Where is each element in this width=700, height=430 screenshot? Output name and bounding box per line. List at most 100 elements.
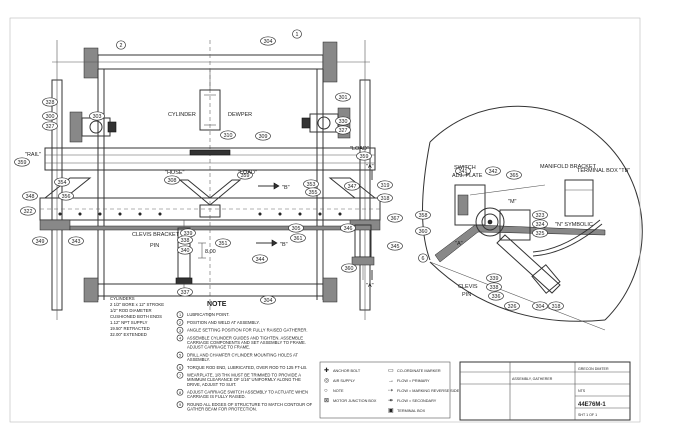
callout-355: 355: [305, 187, 321, 197]
callout-number: 304: [264, 39, 273, 45]
legend-symbol-icon: ▣: [388, 408, 394, 414]
callout-351: 351: [215, 238, 231, 248]
callout-number: 327: [46, 124, 55, 130]
callout-341: 341: [455, 166, 471, 176]
cylinder-note-line: 19.50" RETRACTED: [110, 326, 150, 331]
legend-item: ◎AIR SUPPLY: [324, 378, 356, 384]
v-guide: [178, 179, 242, 218]
callout-number: 359: [241, 173, 250, 179]
callout-number: 349: [36, 239, 45, 245]
callout-359: 359: [237, 170, 253, 180]
callout-347: 347: [344, 181, 360, 191]
callout-number: 341: [459, 169, 468, 175]
callout-number: 305: [292, 226, 301, 232]
callout-340: 340: [177, 245, 193, 255]
callout-number: 359: [360, 154, 369, 160]
callout-number: 304: [264, 298, 273, 304]
label-symbolic: "N" SYMBOLIC: [555, 222, 593, 228]
callout-2: 2: [116, 40, 126, 50]
callout-309: 309: [255, 131, 271, 141]
note-text: ASSEMBLE CYLINDER GUIDES AND TIGHTEN. AS…: [187, 335, 306, 349]
callout-number: 328: [46, 100, 55, 106]
callout-354: 354: [54, 177, 70, 187]
legend-symbol-icon: ✚: [324, 367, 329, 374]
note-number: 6: [179, 366, 181, 370]
callout-number: 324: [536, 222, 545, 228]
callout-number: 303: [93, 114, 102, 120]
note-number: 7: [179, 374, 181, 378]
callout-number: 340: [181, 248, 190, 254]
callout-323: 323: [532, 210, 548, 220]
callout-343: 343: [68, 236, 84, 246]
callout-353: 353: [303, 179, 319, 189]
note-number: 4: [179, 337, 181, 341]
label-adj-plate: ADJ. PLATE: [452, 173, 483, 179]
callout-326: 326: [504, 301, 520, 311]
left-assembly: [39, 40, 381, 320]
callout-number: 322: [24, 209, 33, 215]
callout-365: 365: [506, 170, 522, 180]
note-text: ANGLE SETTING POSITION FOR FULLY RAISED …: [187, 328, 308, 333]
note-number: 9: [179, 403, 181, 407]
legend-label: NOTE: [333, 389, 344, 393]
callout-305: 305: [288, 223, 304, 233]
callout-327: 327: [335, 125, 351, 135]
label-hose: "HOSE": [165, 170, 185, 176]
callout-number: 365: [510, 173, 519, 179]
callout-337: 337: [177, 287, 193, 297]
lower-right-cylinder: [351, 224, 375, 280]
callout-number: 310: [224, 133, 233, 139]
top-left-bracket: [83, 47, 99, 79]
callout-number: 347: [348, 184, 357, 190]
callout-338: 338: [177, 235, 193, 245]
callout-number: 319: [381, 183, 390, 189]
label-mid: "M": [508, 199, 517, 205]
legend-item: ⇢FLOW = MARKING REVERSE SIDE: [388, 388, 460, 394]
label-dim-800: 8.00: [205, 249, 216, 255]
callout-number: 327: [339, 128, 348, 134]
callout-356: 356: [58, 191, 74, 201]
callout-318: 318: [548, 301, 564, 311]
label-a-right: "A": [455, 241, 463, 247]
callout-number: 339: [184, 231, 193, 237]
callout-number: 355: [309, 190, 318, 196]
callout-number: 360: [345, 266, 354, 272]
callout-number: 351: [219, 241, 228, 247]
note-text: DRILL AND CHAMFER CYLINDER MOUNTING HOLE…: [187, 352, 298, 362]
callout-number: 323: [536, 213, 545, 219]
detail-boundary: [429, 105, 643, 321]
callout-number: 344: [256, 257, 265, 263]
callout-303: 303: [89, 111, 105, 121]
label-b1: "B": [282, 185, 290, 191]
callout-number: 337: [181, 290, 190, 296]
callout-342: 342: [485, 166, 501, 176]
section-detail: [422, 105, 643, 331]
callout-number: 300: [46, 114, 55, 120]
cylinder-note-line: 1/2" ROD DIAMETER: [110, 308, 152, 313]
legend-item: ▭CO-ORDINATE MARKER: [388, 368, 441, 374]
callout-number: 346: [344, 226, 353, 232]
callout-6: 6: [418, 253, 428, 263]
callout-359: 359: [14, 157, 30, 167]
callout-number: 353: [307, 182, 316, 188]
bottom-crossbar: [97, 283, 324, 297]
callout-360: 360: [341, 263, 357, 273]
callout-330: 330: [335, 116, 351, 126]
callout-339: 339: [180, 228, 196, 238]
callout-number: 318: [552, 304, 561, 310]
sheet-text: SHT 1 OF 1: [578, 413, 597, 417]
label-pin: PIN: [150, 243, 159, 249]
drawing-number: 44E76M-1: [578, 402, 606, 408]
callout-number: 1: [296, 32, 299, 38]
legend-label: FLOW = MARKING REVERSE SIDE: [397, 389, 460, 393]
legend-item: ✚ANCHOR BOLT: [324, 367, 361, 374]
label-a2: "A": [366, 283, 374, 289]
note-number: 1: [179, 313, 181, 317]
legend-label: AIR SUPPLY: [333, 379, 356, 383]
callout-304: 304: [260, 295, 276, 305]
